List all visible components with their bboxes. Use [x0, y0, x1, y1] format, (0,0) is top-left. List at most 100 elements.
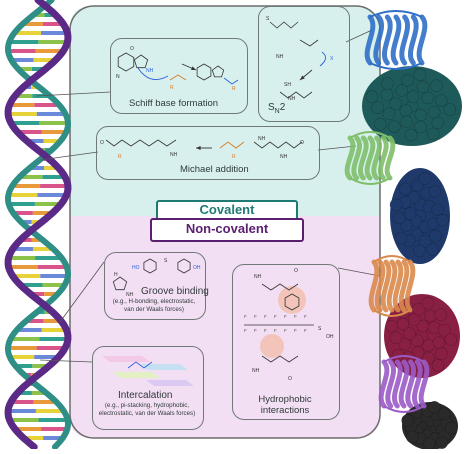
- michael-box: [96, 126, 320, 180]
- protein-surface-teal: [362, 66, 462, 146]
- hydrophobic-f-top: F: [274, 314, 277, 319]
- protein-surface-dark-atom: [428, 400, 441, 414]
- protein-ribbon-orange: [368, 255, 416, 317]
- protein-ribbon-purple: [378, 355, 430, 413]
- hydrophobic-nh-top: NH: [254, 274, 262, 280]
- protein-ribbon-blue-helix: [373, 14, 384, 66]
- michael-nh-right: NH: [258, 136, 266, 142]
- schiff-imine: [223, 77, 239, 85]
- groove-box: [104, 252, 206, 320]
- noncovalent-title: Non-covalent: [185, 221, 269, 236]
- protein-surface-teal-atom: [388, 120, 401, 133]
- protein-surface-maroon-atom: [431, 359, 445, 372]
- michael-nh2-right: NH: [280, 154, 288, 160]
- protein-surface-maroon-atom: [403, 327, 416, 340]
- schiff-nh2-label: NH: [146, 68, 154, 74]
- protein-surface-teal-atom: [414, 120, 427, 134]
- protein-surface-teal-atom: [416, 80, 430, 94]
- protein-surface-dark: [401, 400, 458, 450]
- intercalation-slab: [102, 356, 150, 362]
- michael-protein-connector: [317, 145, 357, 151]
- sn2-chain-top: [269, 21, 299, 29]
- michael-connector: [39, 151, 99, 161]
- hydrophobic-box: [232, 264, 340, 420]
- protein-surface-maroon-atom: [389, 331, 403, 345]
- michael-enone: [219, 141, 245, 149]
- protein-ribbon-blue-helix: [399, 14, 410, 66]
- sn2-label-tail: 2: [279, 102, 286, 113]
- schiff-box: [110, 38, 248, 114]
- panel-outline: [69, 5, 381, 439]
- protein-surface-navy-atom: [429, 229, 442, 243]
- protein-surface-maroon-atom: [432, 336, 446, 349]
- michael-o-right: O: [300, 140, 304, 146]
- protein-surface-maroon-atom: [385, 319, 398, 333]
- connector-lines: [35, 29, 381, 363]
- noncovalent-banner: [150, 218, 304, 242]
- hydrophobic-highlight-bottom: [260, 334, 284, 358]
- protein-surface-navy-atom: [418, 172, 432, 185]
- protein-surface-teal-atom: [413, 68, 427, 81]
- hydrophobic-f-bottom: F: [274, 328, 277, 333]
- dna-strand-purple: [4, 0, 72, 451]
- protein-surface-maroon-atom: [396, 317, 410, 331]
- protein-surface-navy-atom: [428, 185, 442, 198]
- protein-ribbon-orange-loop: [373, 255, 411, 263]
- dna-double-helix: [4, 0, 72, 451]
- protein-surface-dark-atom: [405, 430, 419, 444]
- sn2-connector: [345, 29, 373, 43]
- groove-phenol-left: [143, 258, 157, 274]
- protein-ribbon-orange-helix: [374, 259, 386, 313]
- sn2-sh-label: SH: [284, 82, 291, 88]
- protein-surface-teal-atom: [426, 127, 440, 141]
- groove-oh-label: OH: [193, 265, 201, 271]
- michael-right-chain: [253, 141, 303, 149]
- hydrophobic-nh-bottom: NH: [252, 368, 260, 374]
- protein-ribbon-purple-helix: [418, 359, 430, 409]
- protein-ribbon-purple-helix: [378, 359, 390, 409]
- hydrophobic-f-bottom: F: [244, 328, 247, 333]
- michael-left-chain: [105, 139, 123, 147]
- schiff-aldehyde: [169, 74, 187, 81]
- protein-surface-teal-atom: [395, 84, 409, 97]
- protein-surface-teal-atom: [399, 104, 413, 117]
- dna-strand-teal: [4, 0, 72, 450]
- protein-surface-teal-atom: [382, 107, 396, 121]
- hydrophobic-f-top: F: [264, 314, 267, 319]
- hydrophobic-title: Hydrophobic interactions: [258, 394, 312, 416]
- protein-ribbon-orange-helix: [398, 259, 410, 313]
- protein-ribbon-orange-helix: [404, 259, 416, 313]
- sn2-label-sub: N: [274, 108, 280, 115]
- groove-title: Groove binding: [141, 286, 209, 297]
- protein-ribbon-blue-helix: [408, 14, 419, 66]
- michael-r-right: R: [232, 154, 236, 160]
- protein-surface-dark-atom: [401, 414, 414, 427]
- schiff-product-r: R: [232, 86, 236, 92]
- protein-ribbon-purple-loop: [383, 405, 425, 413]
- intercalation-molecule: [127, 361, 153, 369]
- protein-ribbon-orange-helix: [386, 259, 398, 313]
- protein-ribbon-orange-helix: [380, 259, 392, 313]
- protein-surface-teal-atom: [427, 106, 441, 119]
- groove-h-label: H: [114, 272, 118, 278]
- schiff-label: Schiff base formation: [129, 98, 219, 109]
- protein-surface-navy-atom: [426, 243, 440, 256]
- protein-surface-navy-atom: [413, 244, 426, 258]
- protein-ribbon-purple-loop: [383, 355, 425, 363]
- michael-r-left: R: [118, 154, 122, 160]
- protein-surface-maroon-atom: [437, 323, 451, 337]
- protein-surface-maroon-atom: [435, 347, 448, 361]
- protein-surface-teal-atom: [434, 94, 448, 107]
- schiff-product-imidazole: [211, 65, 225, 78]
- schiff-r-label: R: [170, 85, 174, 91]
- protein-surface-navy: [389, 168, 450, 264]
- hydrophobic-s-label: S: [318, 326, 322, 332]
- protein-ribbon-blue-loop: [369, 62, 423, 70]
- groove-connector: [59, 261, 105, 323]
- protein-ribbon-orange-helix: [392, 259, 404, 313]
- intercalation-slab: [140, 364, 188, 370]
- protein-ribbon-green-helix: [378, 135, 389, 181]
- protein-ribbon-blue-helix: [416, 14, 428, 66]
